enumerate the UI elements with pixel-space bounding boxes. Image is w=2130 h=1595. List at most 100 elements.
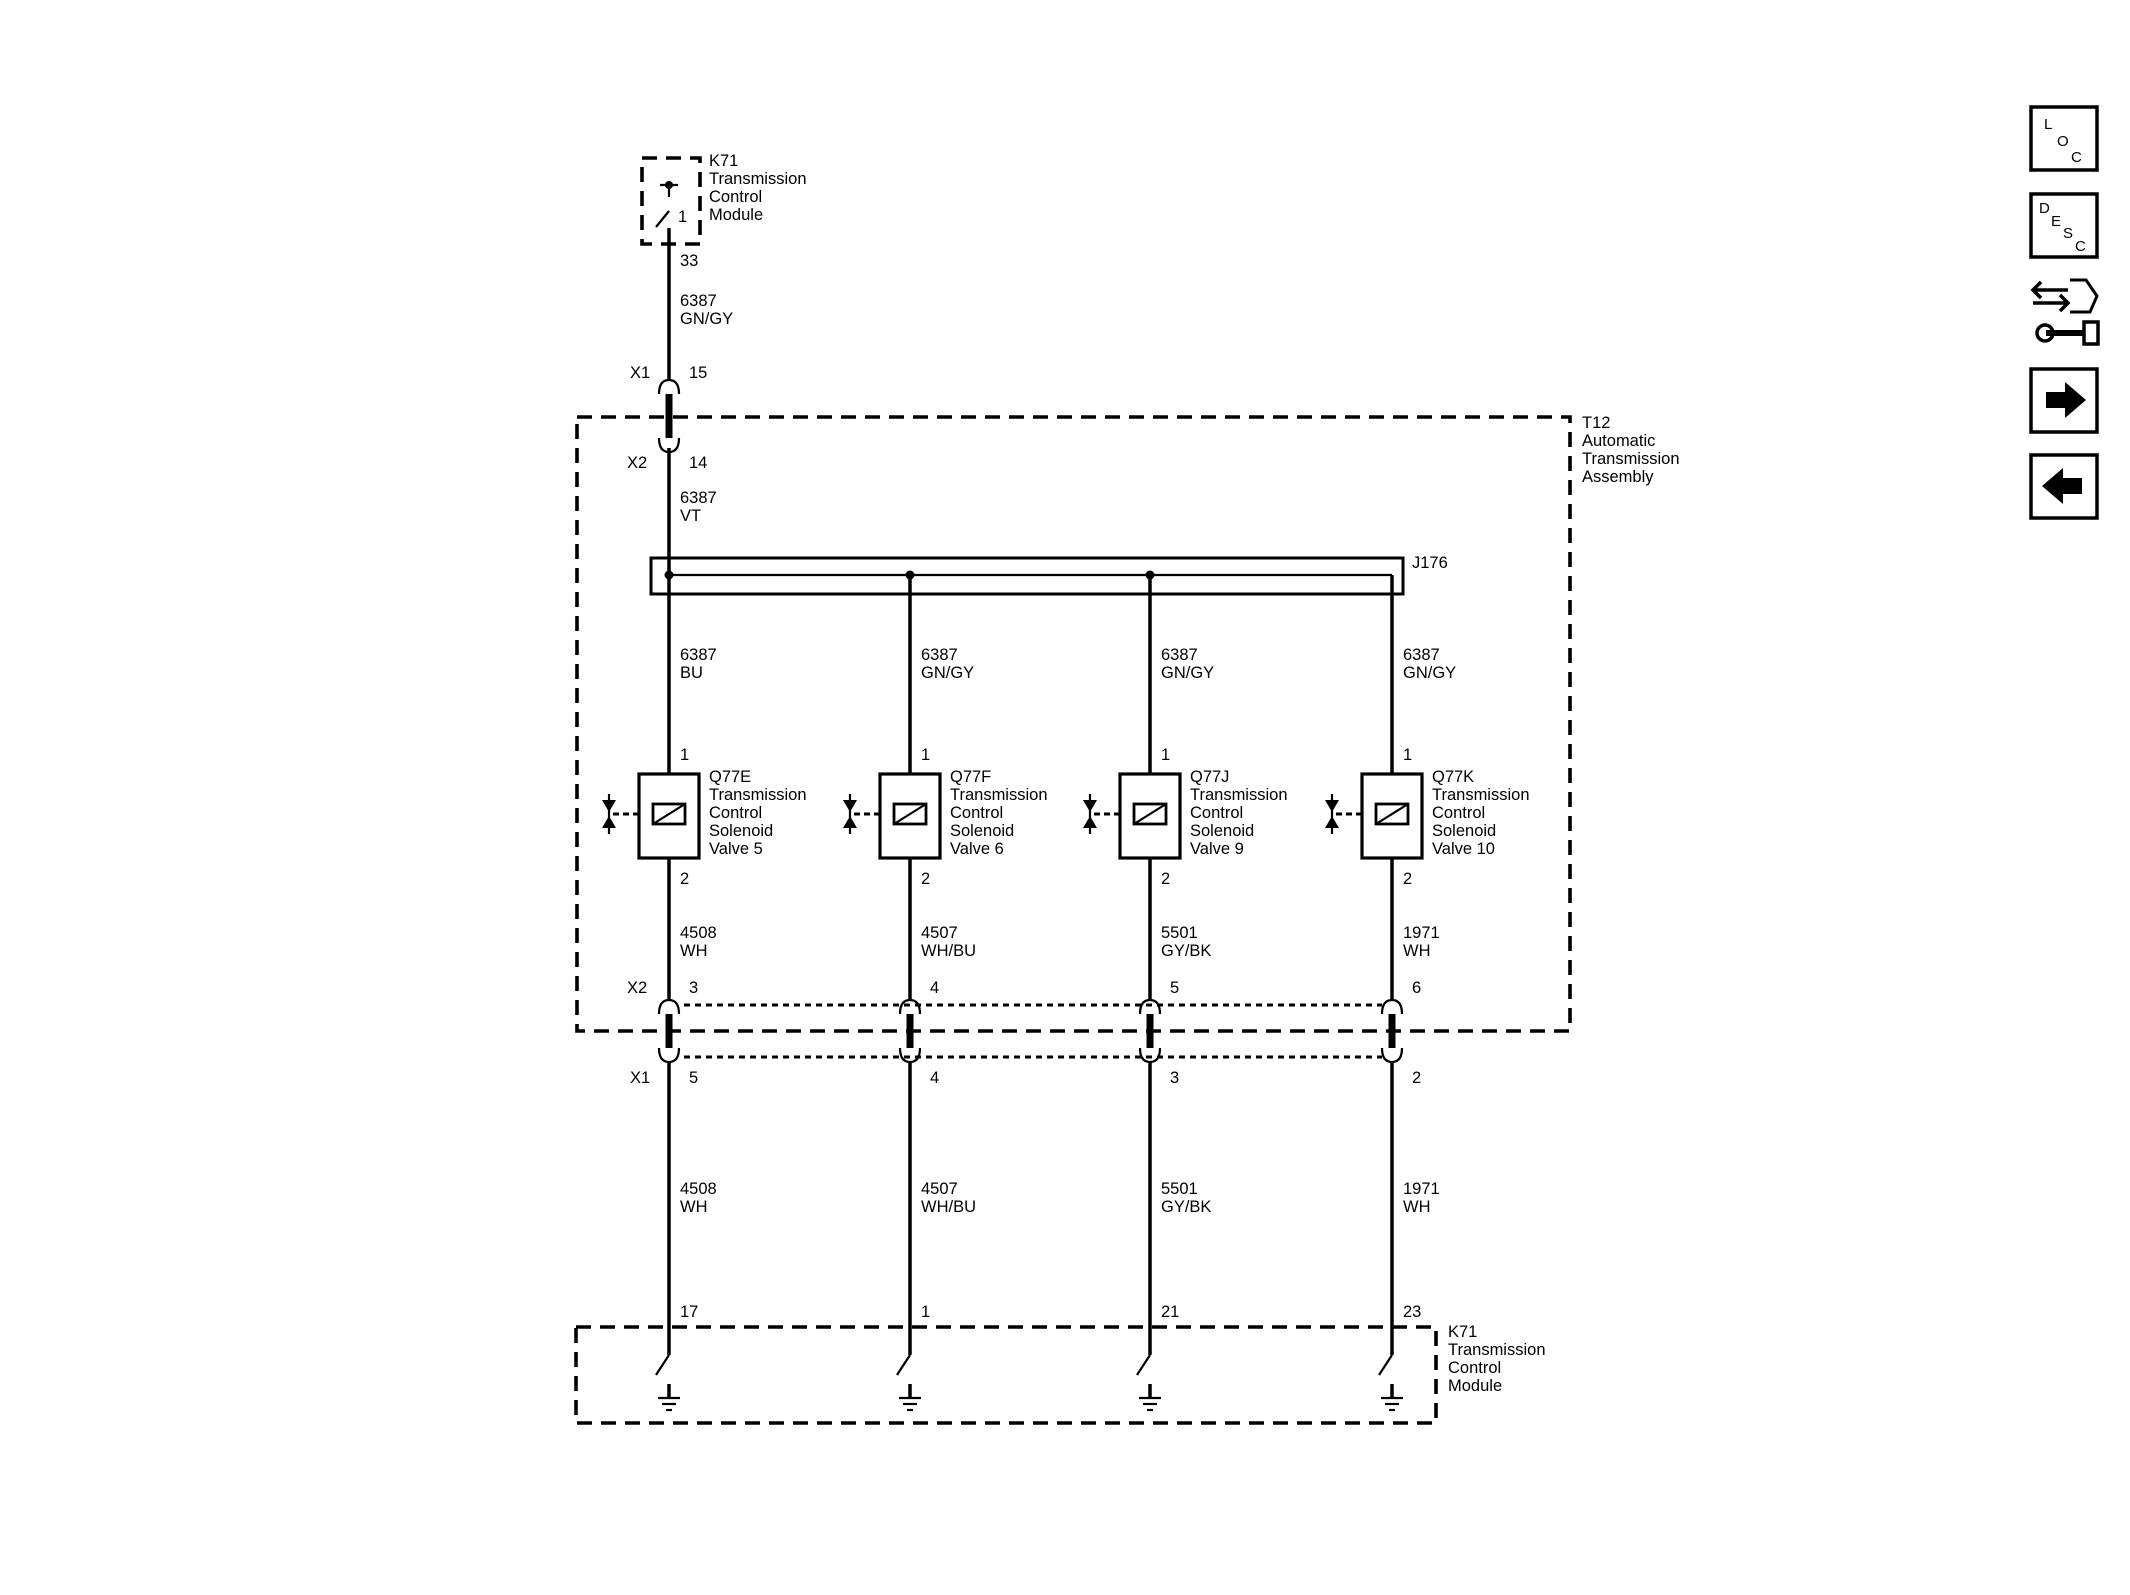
module-pin: 23: [1403, 1303, 1421, 1321]
splice-j176: J176: [649, 554, 1448, 596]
wire-circuit: 6387: [921, 646, 958, 664]
solenoid-pin: 1: [1161, 746, 1170, 764]
assembly-line: Transmission: [1582, 450, 1680, 468]
loc-letter: C: [2071, 149, 2082, 166]
valve-line: Valve 10: [1432, 840, 1495, 858]
valve-name: Q77F: [950, 768, 991, 786]
wire-circuit: 6387: [680, 292, 717, 310]
wire-color: GN/GY: [680, 310, 733, 328]
connector-pin: 14: [689, 454, 707, 472]
wire-circuit: 6387: [680, 489, 717, 507]
top-module-box: [640, 156, 702, 246]
solenoid-pin: 2: [680, 870, 689, 888]
solenoid-valve-body: [1360, 772, 1424, 860]
wire-color: GY/BK: [1161, 1198, 1211, 1216]
solenoid-valve-body: [1118, 772, 1182, 860]
wire-color: WH: [680, 1198, 708, 1216]
wire-circuit: 4507: [921, 1180, 958, 1198]
solenoid-coil-slash: [1133, 803, 1167, 825]
connector-cavity: [657, 1047, 681, 1064]
previous-page-button[interactable]: [2029, 453, 2099, 520]
solenoid-pin: 1: [680, 746, 689, 764]
solenoid-valve-body: [637, 772, 701, 860]
module-switch: [896, 1354, 911, 1376]
wire-color: WH: [680, 942, 708, 960]
desc-letter: E: [2051, 213, 2061, 230]
module-switch: [655, 210, 670, 228]
connector-label: X1: [630, 364, 650, 382]
wire-circuit: 5501: [1161, 924, 1198, 942]
solenoid-pin: 2: [1161, 870, 1170, 888]
solenoid-coil: [1374, 802, 1410, 826]
connector-cavity: [898, 1047, 922, 1064]
connector-cavity: [1138, 998, 1162, 1015]
assembly-line: Automatic: [1582, 432, 1655, 450]
connector-pin: 3: [689, 979, 698, 997]
solenoid-coil-slash: [893, 803, 927, 825]
valve-icon: [843, 800, 857, 828]
solenoid-coil: [1132, 802, 1168, 826]
valve-line: Solenoid: [1432, 822, 1496, 840]
connector-label: X2: [627, 454, 647, 472]
wire-color: GY/BK: [1161, 942, 1211, 960]
top-module-line: Transmission: [709, 170, 807, 188]
connector-x1-x2-top: X1 15 X2 14: [627, 364, 707, 472]
arrow-right-icon: [2046, 382, 2086, 418]
wire-color: WH: [1403, 942, 1431, 960]
connector-cavity: [898, 998, 922, 1015]
connector-pin: 2: [1412, 1069, 1421, 1087]
valve-line: Transmission: [1432, 786, 1530, 804]
wire-circuit: 1971: [1403, 1180, 1440, 1198]
next-page-button[interactable]: [2029, 367, 2099, 434]
connector-pin: 5: [1170, 979, 1179, 997]
top-module-line: Control: [709, 188, 762, 206]
solenoid-branches: 6387BU1Q77ETransmissionControlSolenoidVa…: [602, 575, 1530, 1412]
desc-letter: S: [2063, 225, 2073, 242]
valve-line: Transmission: [950, 786, 1048, 804]
bottom-module-name: K71: [1448, 1323, 1477, 1341]
solenoid-pin: 1: [921, 746, 930, 764]
desc-button[interactable]: D E S C: [2029, 192, 2099, 259]
wire-circuit: 4507: [921, 924, 958, 942]
module-switch: [655, 1354, 670, 1376]
wire-circuit: 6387: [1403, 646, 1440, 664]
top-module-pin-internal: 1: [678, 208, 687, 226]
valve-name: Q77K: [1432, 768, 1474, 786]
bottom-module-line: Control: [1448, 1359, 1501, 1377]
bottom-module-box: [574, 1325, 1438, 1425]
connector-label: X1: [630, 1069, 650, 1087]
valve-line: Valve 5: [709, 840, 763, 858]
valve-name: Q77E: [709, 768, 751, 786]
connector-cavity: [657, 998, 681, 1015]
wire-circuit: 1971: [1403, 924, 1440, 942]
solenoid-coil-slash: [652, 803, 686, 825]
solenoid-coil-slash: [1375, 803, 1409, 825]
wire-color: WH: [1403, 1198, 1431, 1216]
valve-line: Solenoid: [709, 822, 773, 840]
valve-line: Solenoid: [950, 822, 1014, 840]
connector-wrench-icon[interactable]: [2030, 278, 2100, 346]
connector-pin: 4: [930, 979, 939, 997]
connector-label: X2: [627, 979, 647, 997]
valve-icon: [1083, 800, 1097, 828]
wire-color: GN/GY: [1403, 664, 1456, 682]
connector-pin: 3: [1170, 1069, 1179, 1087]
loc-button[interactable]: L O C: [2029, 105, 2099, 172]
desc-letter: C: [2075, 238, 2086, 255]
assembly-line: Assembly: [1582, 468, 1654, 486]
solenoid-pin: 1: [1403, 746, 1412, 764]
valve-icon: [602, 800, 616, 828]
top-module-k71: 1 K71 Transmission Control Module: [640, 152, 807, 246]
loc-letter: O: [2057, 133, 2069, 150]
solenoid-coil: [892, 802, 928, 826]
module-switch: [1378, 1354, 1393, 1376]
module-pin: 21: [1161, 1303, 1179, 1321]
connector-pin: 15: [689, 364, 707, 382]
valve-line: Valve 9: [1190, 840, 1244, 858]
desc-letter: D: [2039, 200, 2050, 217]
arrow-left-icon: [2042, 468, 2082, 504]
valve-line: Valve 6: [950, 840, 1004, 858]
connector-pin: 6: [1412, 979, 1421, 997]
wire-circuit: 4508: [680, 924, 717, 942]
